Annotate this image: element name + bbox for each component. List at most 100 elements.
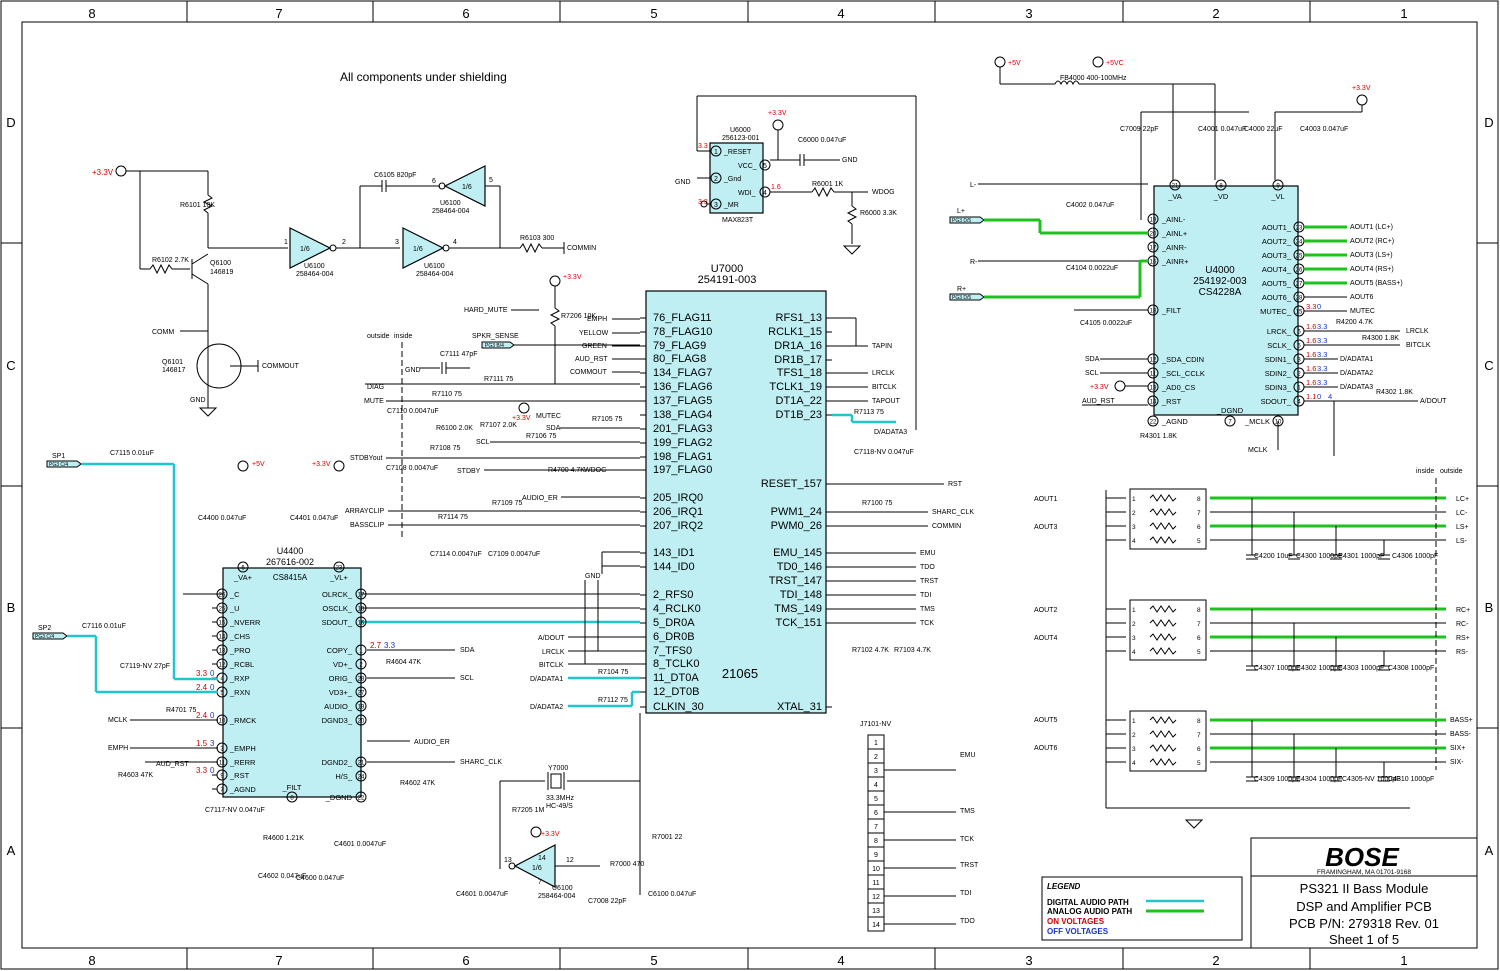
svg-text:MUTEC: MUTEC xyxy=(1350,308,1375,315)
svg-text:LEGEND: LEGEND xyxy=(1047,882,1081,891)
svg-text:SDA: SDA xyxy=(546,425,561,432)
dsp-pin-label: TD0_146 xyxy=(777,561,822,573)
svg-text:_Gnd: _Gnd xyxy=(723,176,741,183)
svg-text:U4400: U4400 xyxy=(277,546,304,556)
dsp-pin-label: 138_FLAG4 xyxy=(653,409,712,421)
rnet-pin: 5 xyxy=(1197,538,1201,545)
col-label: 4 xyxy=(837,953,844,968)
svg-text:C4001 0.047uF: C4001 0.047uF xyxy=(1198,126,1246,133)
off-voltage: 4 xyxy=(1328,392,1332,401)
rnet-pin: 5 xyxy=(1197,649,1201,656)
dsp-pin-label: TDI_148 xyxy=(780,589,822,601)
svg-text:+5V: +5V xyxy=(1008,60,1021,67)
rx-pin-label: ORIG_ xyxy=(329,674,353,683)
svg-text:C7009 22pF: C7009 22pF xyxy=(1120,126,1159,133)
col-label: 6 xyxy=(462,6,469,21)
svg-text:BITCLK: BITCLK xyxy=(539,662,564,669)
codec-pin-num: 6 xyxy=(1297,330,1301,336)
resistor-network xyxy=(1129,599,1207,661)
on-voltage: 1.6 xyxy=(1306,336,1316,345)
codec-pin-label: _SCL_CCLK xyxy=(1161,369,1205,378)
rx-pin-label: _PRO xyxy=(229,646,251,655)
codec-pin-num: 5 xyxy=(1297,344,1301,350)
dsp-right-pins: RFS1_13RCLK1_15DR1A_16DR1B_17TFS1_18TCLK… xyxy=(761,312,832,713)
svg-text:TDI: TDI xyxy=(920,592,931,599)
codec-pin-label: _AINL- xyxy=(1161,215,1186,224)
codec-pin-num: 26 xyxy=(1296,268,1303,274)
svg-text:EMU: EMU xyxy=(920,550,936,557)
resistor-symbol xyxy=(1149,758,1177,766)
header-pin-num: 12 xyxy=(872,894,880,901)
dsp-pin-label: XTAL_31 xyxy=(777,701,822,713)
svg-text:A/DOUT: A/DOUT xyxy=(538,635,565,642)
rx-pin-label: _RMCK xyxy=(229,716,256,725)
rx-pin-label: _RERR xyxy=(229,758,256,767)
codec-pin-label: _RST xyxy=(1161,397,1182,406)
svg-text:3: 3 xyxy=(395,239,399,246)
svg-text:SCL: SCL xyxy=(1085,370,1099,377)
svg-text:_RESET: _RESET xyxy=(723,149,752,156)
svg-text:D/ADATA3: D/ADATA3 xyxy=(1340,384,1373,391)
on-voltage: 2.4 xyxy=(196,683,208,692)
codec-pin-label: _FILT xyxy=(1161,306,1181,315)
rx-pin-num: 12 xyxy=(219,663,226,669)
svg-text:+3.3V: +3.3V xyxy=(1352,85,1371,92)
codec-pin-num: 28 xyxy=(1296,296,1303,302)
svg-text:C4305-NV 1000pF: C4305-NV 1000pF xyxy=(1342,776,1400,783)
svg-text:CS4228A: CS4228A xyxy=(1199,287,1242,298)
rx-pin-num: 6 xyxy=(241,566,245,572)
svg-text:Sheet 1 of 5: Sheet 1 of 5 xyxy=(1329,932,1399,947)
drawing-frame xyxy=(21,21,1478,949)
svg-text:C7117-NV 0.047uF: C7117-NV 0.047uF xyxy=(205,807,265,814)
svg-text:TAPIN: TAPIN xyxy=(872,343,892,350)
rnet-pin: 2 xyxy=(1132,732,1136,739)
svg-text:21065: 21065 xyxy=(722,666,758,681)
rnet-pin: 1 xyxy=(1132,718,1136,725)
rx-pin-label: _VA+ xyxy=(233,573,253,582)
svg-text:146819: 146819 xyxy=(210,269,233,276)
svg-text:1.6: 1.6 xyxy=(771,184,781,191)
codec-pin-num: 13 xyxy=(1150,386,1157,392)
dsp-pin-label: 199_FLAG2 xyxy=(653,437,712,449)
svg-text:SPKR_SENSE: SPKR_SENSE xyxy=(472,333,519,340)
svg-text:R4603 47K: R4603 47K xyxy=(118,772,153,779)
svg-text:1/6: 1/6 xyxy=(300,246,310,253)
svg-text:R4301 1.8K: R4301 1.8K xyxy=(1140,433,1177,440)
svg-text:outside: outside xyxy=(367,333,390,340)
svg-text:C6105 820pF: C6105 820pF xyxy=(374,172,416,179)
svg-text:BASS-: BASS- xyxy=(1450,731,1472,738)
svg-text:outside: outside xyxy=(1440,468,1463,475)
row-label: B xyxy=(7,600,16,615)
on-voltage: 1.6 xyxy=(1306,350,1316,359)
rx-pin-label: _U xyxy=(229,604,240,613)
off-voltage: 3.3 xyxy=(1317,364,1327,373)
off-voltage: 0 xyxy=(210,711,215,720)
svg-text:R4604 47K: R4604 47K xyxy=(386,659,421,666)
codec-pin-label: _AINL+ xyxy=(1161,229,1188,238)
svg-text:L+: L+ xyxy=(957,208,965,215)
svg-text:STDBYout: STDBYout xyxy=(350,455,382,462)
header-pin-num: 7 xyxy=(874,824,878,831)
dsp-pin-label: 4_RCLK0 xyxy=(653,603,701,615)
row-label: A xyxy=(7,843,16,858)
col-label: 1 xyxy=(1400,6,1407,21)
shielding-note: All components under shielding xyxy=(340,70,507,84)
svg-text:R6102 2.7K: R6102 2.7K xyxy=(152,257,189,264)
svg-text:C4303 1000pF: C4303 1000pF xyxy=(1338,665,1384,672)
rx-pin-label: OLRCK_ xyxy=(322,590,353,599)
svg-text:PG3 C/4: PG3 C/4 xyxy=(49,462,68,468)
off-voltage: 3.3 xyxy=(1317,378,1327,387)
rnet-pin: 5 xyxy=(1197,760,1201,767)
dsp-pin-label: 5_DR0A xyxy=(653,617,695,629)
svg-text:C4200 10uF: C4200 10uF xyxy=(1254,553,1293,560)
svg-text:2: 2 xyxy=(342,239,346,246)
rnet-pin: 4 xyxy=(1132,649,1136,656)
svg-text:AOUT6: AOUT6 xyxy=(1350,294,1373,301)
rx-pin-label: AUDIO_ xyxy=(324,702,353,711)
rnet-pin: 3 xyxy=(1132,635,1136,642)
dsp-pin-label: CLKIN_30 xyxy=(653,701,704,713)
rx-pin-num: 7 xyxy=(220,788,224,794)
codec-pin-label: AOUT4_ xyxy=(1262,265,1292,274)
svg-text:1/6: 1/6 xyxy=(462,184,472,191)
